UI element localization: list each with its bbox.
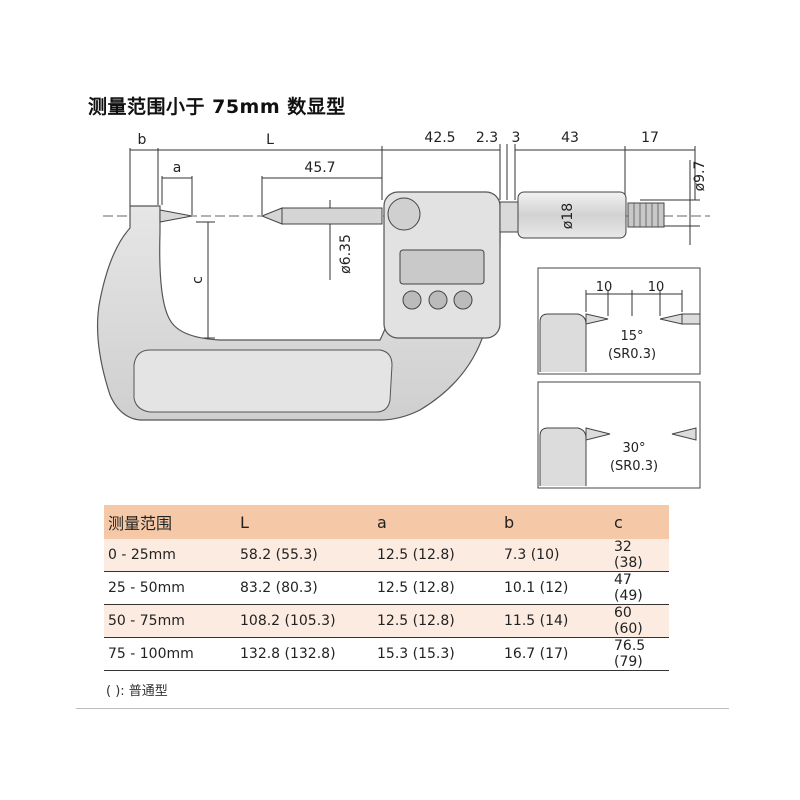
table-row: 25 - 50mm 83.2 (80.3) 12.5 (12.8) 10.1 (… xyxy=(104,571,669,605)
thimble xyxy=(517,191,627,239)
cell: 15.3 (15.3) xyxy=(371,637,498,671)
detail1-dim-right: 10 xyxy=(648,280,665,295)
dim-L: L xyxy=(266,132,274,148)
spec-table: 测量范围 L a b c 0 - 25mm 58.2 (55.3) 12.5 (… xyxy=(104,505,669,671)
cell: 16.7 (17) xyxy=(498,637,608,671)
detail1-angle: 15° xyxy=(620,329,643,344)
footnote: ( ): 普通型 xyxy=(106,684,168,699)
dim-17: 17 xyxy=(641,130,659,146)
dim-3: 3 xyxy=(512,130,521,146)
cell: 0 - 25mm xyxy=(104,539,234,572)
anvil-tip xyxy=(159,209,193,223)
dim-c: c xyxy=(190,276,206,284)
table-row: 0 - 25mm 58.2 (55.3) 12.5 (12.8) 7.3 (10… xyxy=(104,539,669,572)
sleeve xyxy=(499,201,519,233)
lcd-display xyxy=(399,249,485,285)
button-2 xyxy=(428,290,448,310)
header-b: b xyxy=(498,505,608,539)
cell: 11.5 (14) xyxy=(498,604,608,638)
table-row: 75 - 100mm 132.8 (132.8) 15.3 (15.3) 16.… xyxy=(104,637,669,671)
table-row: 50 - 75mm 108.2 (105.3) 12.5 (12.8) 11.5… xyxy=(104,604,669,638)
detail-view-15deg: 10 10 15° (SR0.3) xyxy=(537,267,701,375)
dim-2-3: 2.3 xyxy=(476,130,498,146)
dim-43: 43 xyxy=(561,130,579,146)
dim-42-5: 42.5 xyxy=(424,130,455,146)
divider xyxy=(76,708,729,709)
dim-phi6-35: ø6.35 xyxy=(338,234,354,274)
cell: 25 - 50mm xyxy=(104,571,234,605)
dim-a: a xyxy=(173,160,182,176)
cell: 12.5 (12.8) xyxy=(371,539,498,572)
table-header-row: 测量范围 L a b c xyxy=(104,505,669,539)
cell: 75 - 100mm xyxy=(104,637,234,671)
cell: 10.1 (12) xyxy=(498,571,608,605)
drawing-title: 测量范围小于 75mm 数显型 xyxy=(88,96,346,118)
cell: 50 - 75mm xyxy=(104,604,234,638)
header-range: 测量范围 xyxy=(104,505,234,539)
cell: 7.3 (10) xyxy=(498,539,608,572)
cell: 12.5 (12.8) xyxy=(371,604,498,638)
header-c: c xyxy=(608,505,669,539)
cell: 108.2 (105.3) xyxy=(234,604,371,638)
cell: 32 (38) xyxy=(608,539,669,572)
button-1 xyxy=(402,290,422,310)
lock-knob xyxy=(387,197,421,231)
header-a: a xyxy=(371,505,498,539)
dim-b: b xyxy=(138,132,147,148)
header-L: L xyxy=(234,505,371,539)
frame-insulation-plate xyxy=(133,349,393,413)
dim-45-7: 45.7 xyxy=(304,160,335,176)
cell: 60 (60) xyxy=(608,604,669,638)
detail-view-30deg: 30° (SR0.3) xyxy=(537,381,701,489)
detail1-radius: (SR0.3) xyxy=(608,347,656,362)
dim-phi18: ø18 xyxy=(560,203,576,229)
cell: 83.2 (80.3) xyxy=(234,571,371,605)
micrometer-drawing: b L a 45.7 42.5 2.3 3 43 17 ø9.7 ø18 ø6.… xyxy=(96,130,710,489)
detail2-radius: (SR0.3) xyxy=(610,459,658,474)
cell: 58.2 (55.3) xyxy=(234,539,371,572)
dim-phi9-7: ø9.7 xyxy=(692,161,708,192)
detail1-dim-left: 10 xyxy=(596,280,613,295)
detail2-angle: 30° xyxy=(622,441,645,456)
cell: 12.5 (12.8) xyxy=(371,571,498,605)
cell: 47 (49) xyxy=(608,571,669,605)
cell: 132.8 (132.8) xyxy=(234,637,371,671)
cell: 76.5 (79) xyxy=(608,637,669,671)
spindle-tip xyxy=(260,207,283,225)
spindle xyxy=(281,207,383,225)
button-3 xyxy=(453,290,473,310)
